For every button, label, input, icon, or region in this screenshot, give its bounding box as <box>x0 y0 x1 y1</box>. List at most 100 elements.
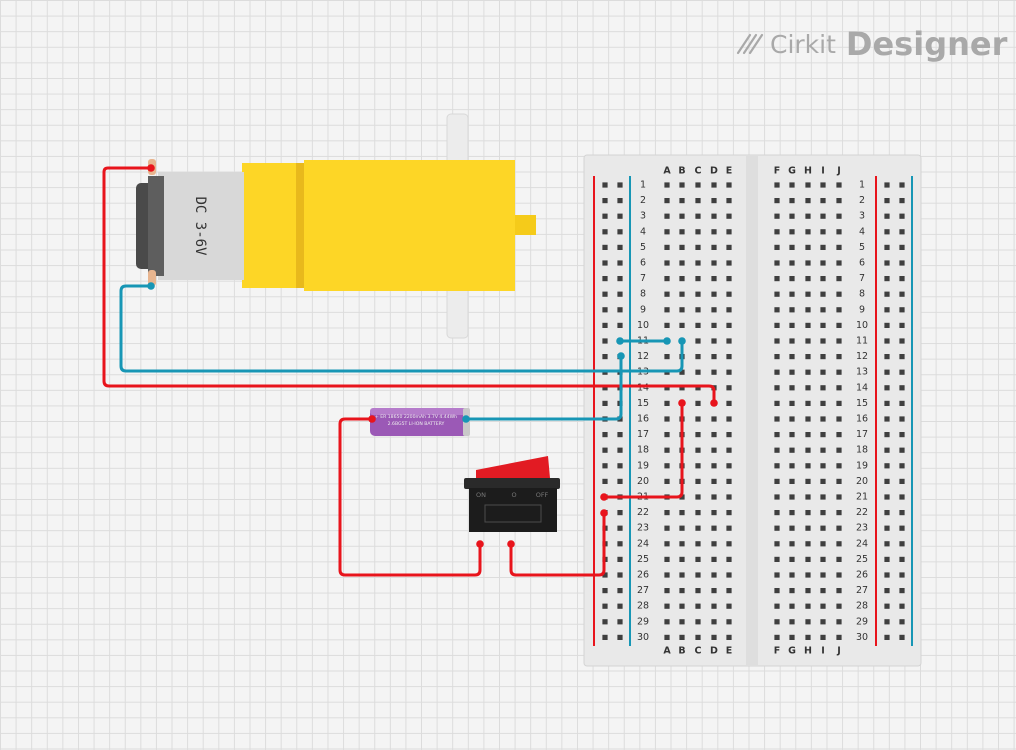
breadboard-hole[interactable] <box>789 213 795 219</box>
breadboard-hole[interactable] <box>836 369 842 375</box>
breadboard-hole[interactable] <box>711 478 717 484</box>
breadboard-hole[interactable] <box>664 525 670 531</box>
breadboard-hole[interactable] <box>695 525 701 531</box>
li-ion-battery[interactable]: + ER 18650 2200mAh 3.7V 4.44Wh 2.6BG5T L… <box>370 408 470 436</box>
breadboard-hole[interactable] <box>884 556 890 562</box>
breadboard-hole[interactable] <box>789 510 795 516</box>
breadboard-hole[interactable] <box>679 385 685 391</box>
breadboard-hole[interactable] <box>820 338 826 344</box>
breadboard-hole[interactable] <box>820 478 826 484</box>
breadboard-hole[interactable] <box>774 244 780 250</box>
breadboard-hole[interactable] <box>820 416 826 422</box>
breadboard-hole[interactable] <box>789 619 795 625</box>
breadboard-hole[interactable] <box>664 603 670 609</box>
breadboard-hole[interactable] <box>820 588 826 594</box>
breadboard-hole[interactable] <box>820 260 826 266</box>
breadboard-hole[interactable] <box>695 307 701 313</box>
breadboard-hole[interactable] <box>726 447 732 453</box>
breadboard-hole[interactable] <box>774 447 780 453</box>
breadboard-hole[interactable] <box>774 494 780 500</box>
breadboard-hole[interactable] <box>884 619 890 625</box>
breadboard-hole[interactable] <box>836 385 842 391</box>
breadboard-hole[interactable] <box>726 182 732 188</box>
breadboard-hole[interactable] <box>899 603 905 609</box>
breadboard-hole[interactable] <box>774 276 780 282</box>
breadboard-hole[interactable] <box>711 354 717 360</box>
breadboard-hole[interactable] <box>695 619 701 625</box>
breadboard-hole[interactable] <box>789 572 795 578</box>
breadboard-hole[interactable] <box>774 416 780 422</box>
breadboard-hole[interactable] <box>774 588 780 594</box>
breadboard-hole[interactable] <box>774 510 780 516</box>
breadboard-hole[interactable] <box>884 354 890 360</box>
breadboard-hole[interactable] <box>726 556 732 562</box>
breadboard-hole[interactable] <box>805 416 811 422</box>
breadboard-hole[interactable] <box>602 260 608 266</box>
breadboard-hole[interactable] <box>726 572 732 578</box>
breadboard-hole[interactable] <box>695 400 701 406</box>
breadboard-hole[interactable] <box>695 338 701 344</box>
breadboard-hole[interactable] <box>820 572 826 578</box>
breadboard-hole[interactable] <box>711 338 717 344</box>
breadboard-hole[interactable] <box>695 588 701 594</box>
breadboard-hole[interactable] <box>711 556 717 562</box>
breadboard-hole[interactable] <box>711 634 717 640</box>
breadboard-hole[interactable] <box>820 603 826 609</box>
breadboard-hole[interactable] <box>884 510 890 516</box>
breadboard-hole[interactable] <box>820 385 826 391</box>
breadboard-hole[interactable] <box>679 322 685 328</box>
breadboard-hole[interactable] <box>726 588 732 594</box>
breadboard-hole[interactable] <box>602 478 608 484</box>
breadboard-hole[interactable] <box>899 572 905 578</box>
breadboard-hole[interactable] <box>805 198 811 204</box>
breadboard-hole[interactable] <box>711 291 717 297</box>
breadboard-hole[interactable] <box>820 369 826 375</box>
breadboard-hole[interactable] <box>664 588 670 594</box>
breadboard-hole[interactable] <box>617 510 623 516</box>
breadboard-hole[interactable] <box>679 494 685 500</box>
breadboard-hole[interactable] <box>805 556 811 562</box>
breadboard-hole[interactable] <box>805 588 811 594</box>
breadboard-hole[interactable] <box>836 541 842 547</box>
breadboard-hole[interactable] <box>774 556 780 562</box>
breadboard-hole[interactable] <box>726 260 732 266</box>
breadboard-hole[interactable] <box>602 244 608 250</box>
breadboard-hole[interactable] <box>726 244 732 250</box>
breadboard-hole[interactable] <box>617 182 623 188</box>
breadboard-hole[interactable] <box>899 634 905 640</box>
breadboard-hole[interactable] <box>789 276 795 282</box>
breadboard-hole[interactable] <box>820 400 826 406</box>
breadboard-hole[interactable] <box>695 182 701 188</box>
breadboard-hole[interactable] <box>820 322 826 328</box>
breadboard-hole[interactable] <box>820 182 826 188</box>
breadboard-hole[interactable] <box>726 322 732 328</box>
breadboard-hole[interactable] <box>789 291 795 297</box>
breadboard-hole[interactable] <box>617 588 623 594</box>
breadboard-hole[interactable] <box>774 572 780 578</box>
breadboard-hole[interactable] <box>774 432 780 438</box>
breadboard-hole[interactable] <box>836 291 842 297</box>
breadboard-hole[interactable] <box>820 619 826 625</box>
breadboard-hole[interactable] <box>820 463 826 469</box>
breadboard-hole[interactable] <box>726 338 732 344</box>
breadboard-hole[interactable] <box>836 229 842 235</box>
breadboard-hole[interactable] <box>679 556 685 562</box>
breadboard-hole[interactable] <box>884 416 890 422</box>
breadboard-hole[interactable] <box>836 447 842 453</box>
breadboard-hole[interactable] <box>789 556 795 562</box>
breadboard-hole[interactable] <box>789 354 795 360</box>
breadboard-hole[interactable] <box>820 276 826 282</box>
breadboard-hole[interactable] <box>617 291 623 297</box>
breadboard-hole[interactable] <box>617 244 623 250</box>
breadboard-hole[interactable] <box>711 463 717 469</box>
breadboard-hole[interactable] <box>617 213 623 219</box>
breadboard-hole[interactable] <box>617 525 623 531</box>
breadboard-hole[interactable] <box>884 385 890 391</box>
breadboard-hole[interactable] <box>602 572 608 578</box>
breadboard-hole[interactable] <box>711 244 717 250</box>
breadboard-hole[interactable] <box>726 510 732 516</box>
breadboard-hole[interactable] <box>774 369 780 375</box>
breadboard-hole[interactable] <box>774 182 780 188</box>
breadboard-hole[interactable] <box>884 244 890 250</box>
breadboard-hole[interactable] <box>711 307 717 313</box>
